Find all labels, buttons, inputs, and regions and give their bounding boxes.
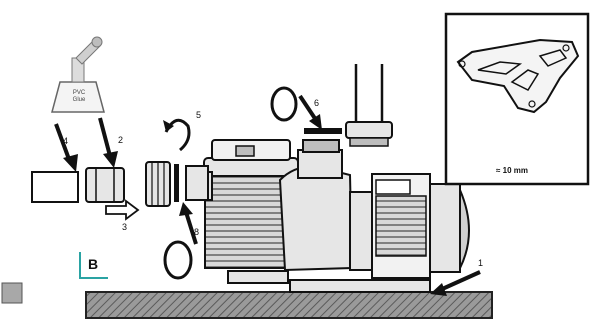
oring-bottom: [165, 242, 191, 278]
glue-can-label: PVC Glue: [62, 90, 96, 104]
rotate-arrow: [163, 120, 189, 150]
callout-2: 2: [118, 135, 123, 145]
inset-caption: ≈ 10 mm: [496, 166, 528, 175]
gasket-top: [304, 128, 342, 134]
push-arrow: [106, 201, 138, 219]
gasket-mid: [174, 164, 179, 202]
callout-8: 8: [194, 227, 199, 237]
callout-4: 4: [63, 136, 68, 146]
union-fitting: [86, 168, 124, 202]
motor-foot: [290, 280, 430, 292]
pump-foot: [228, 271, 288, 283]
pump-motor: [350, 174, 469, 278]
union-nut: [146, 162, 170, 206]
outlet-pipe-assembly: [346, 64, 392, 146]
callout-6: 6: [314, 98, 319, 108]
corner-marker: [2, 283, 22, 303]
callout-5: 5: [196, 110, 201, 120]
inset-panel: [446, 14, 588, 184]
callout-3: 3: [122, 222, 127, 232]
tail-piece: [186, 166, 208, 200]
oring-top: [272, 88, 296, 120]
section-label: B: [88, 256, 98, 272]
pipe-piece: [32, 172, 78, 202]
callout-1: 1: [478, 258, 483, 268]
ground-base: [86, 292, 492, 318]
